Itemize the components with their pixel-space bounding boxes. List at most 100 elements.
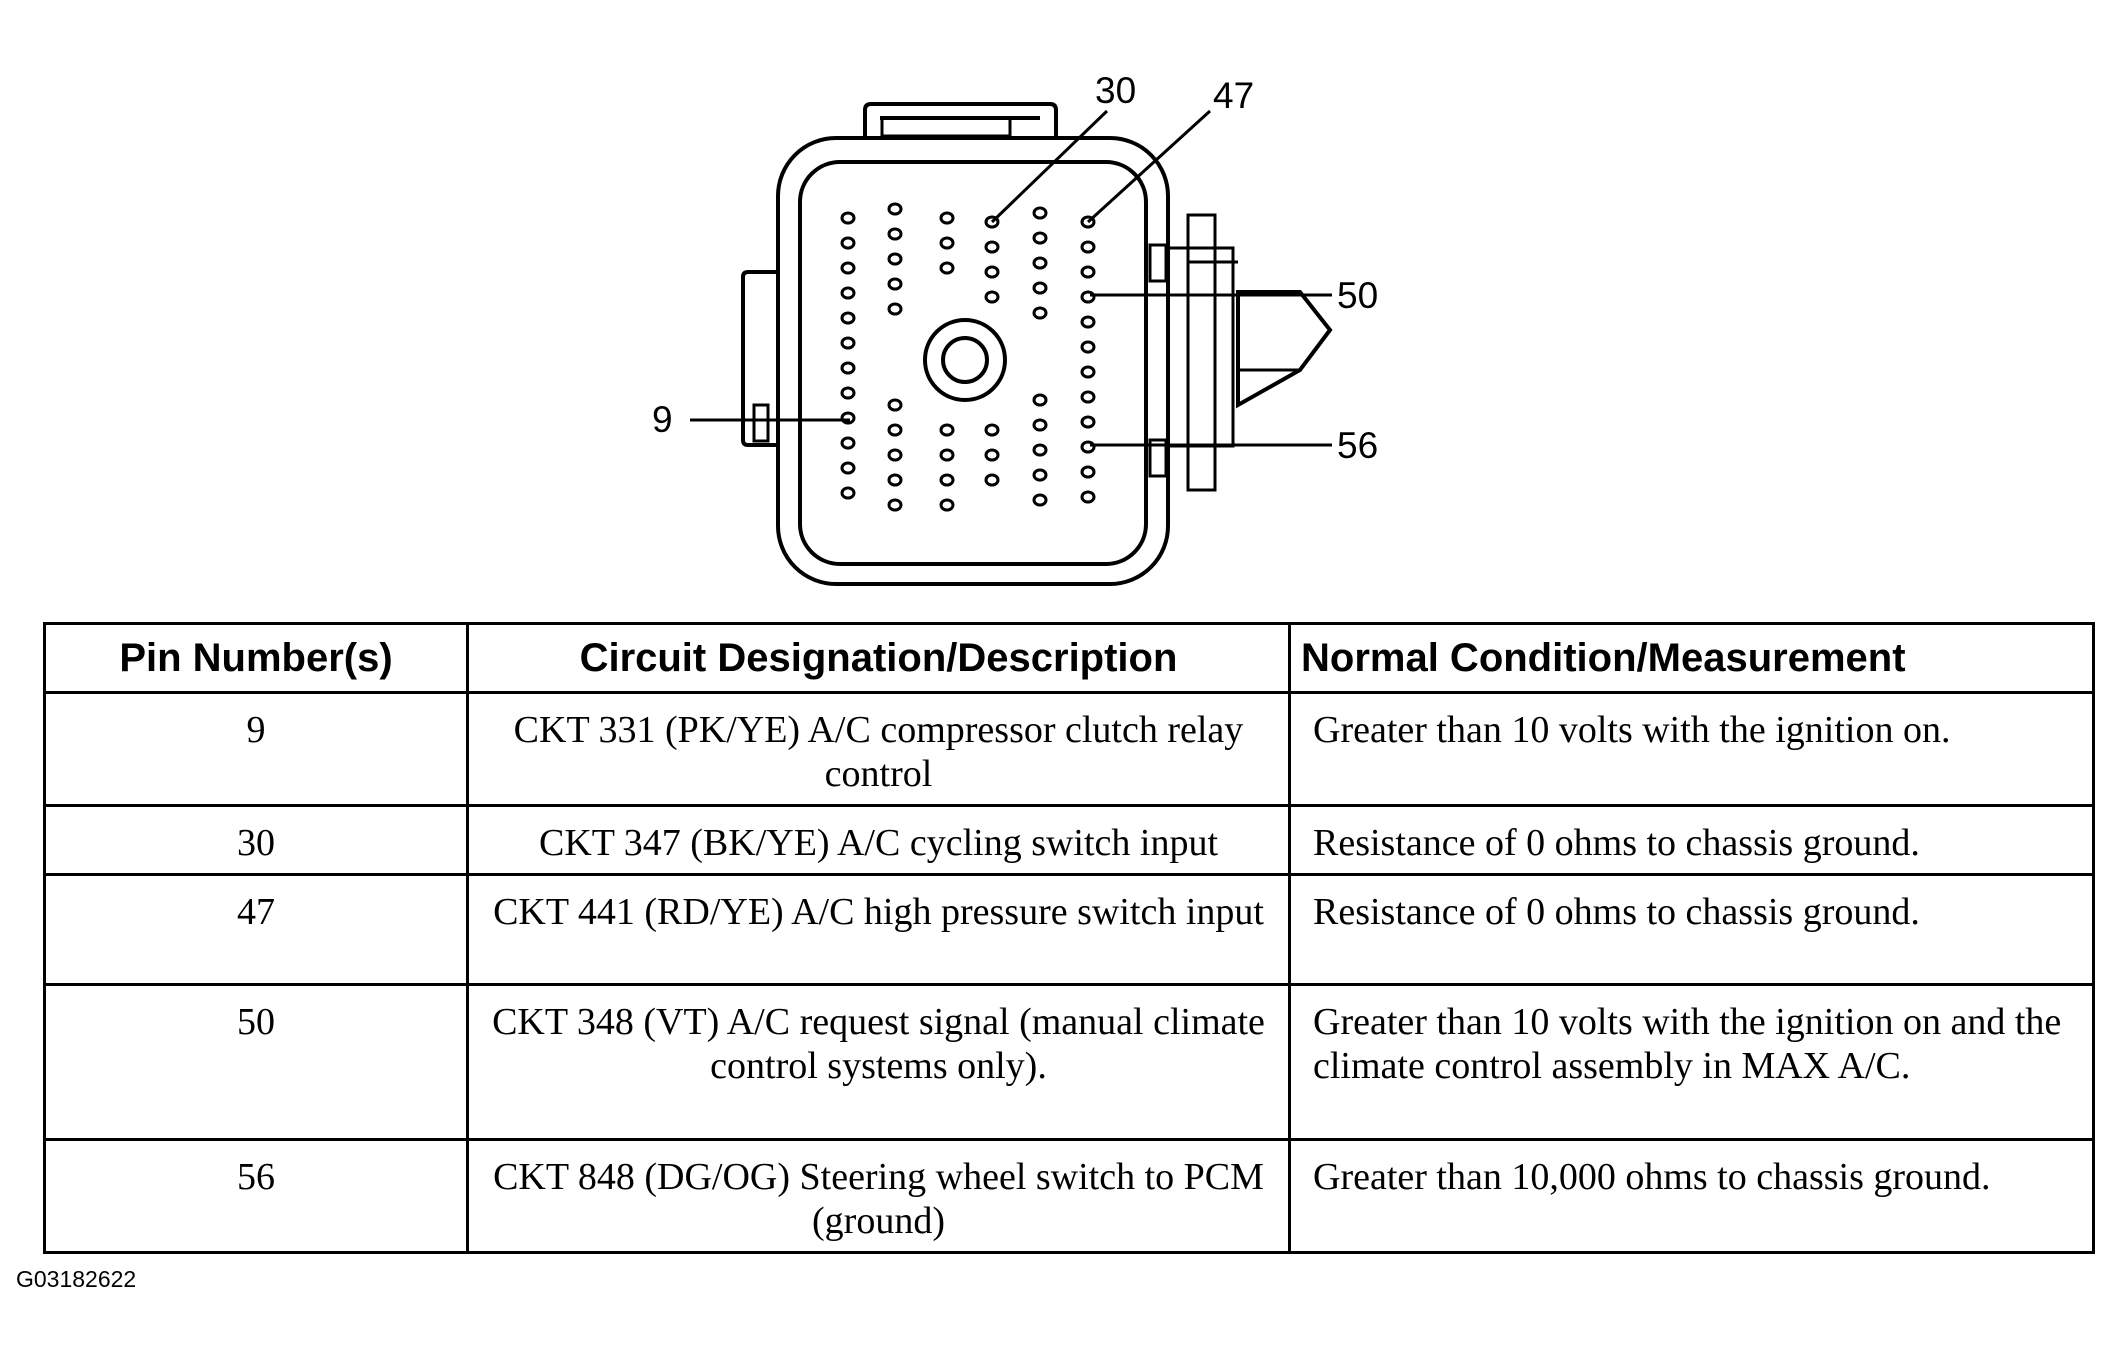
pin-hole <box>1032 281 1048 295</box>
callout-label-30: 30 <box>1095 70 1136 111</box>
pin-hole <box>840 211 856 225</box>
pin-hole <box>887 473 903 487</box>
table-row: 47 CKT 441 (RD/YE) A/C high pressure swi… <box>43 873 2095 986</box>
pin-hole <box>1032 231 1048 245</box>
cell-pin: 56 <box>43 1138 469 1254</box>
cell-condition: Greater than 10 volts with the ignition … <box>1288 691 2095 807</box>
connector-diagram: 30 47 50 9 56 <box>652 70 1378 586</box>
pin-hole <box>984 448 1000 462</box>
cell-circuit: CKT 331 (PK/YE) A/C compressor clutch re… <box>466 691 1291 807</box>
pin-hole <box>840 386 856 400</box>
pin-hole <box>984 473 1000 487</box>
connector-center-boss-inner <box>941 336 989 384</box>
callout-label-9: 9 <box>652 399 673 440</box>
pin-hole <box>1080 240 1096 254</box>
pin-hole <box>984 240 1000 254</box>
callout-label-56: 56 <box>1337 425 1378 466</box>
pin-hole <box>1080 315 1096 329</box>
header-normal-condition: Normal Condition/Measurement <box>1288 622 2095 694</box>
connector-outer-shell <box>776 136 1170 586</box>
pin-hole <box>1032 493 1048 507</box>
pin-hole <box>840 236 856 250</box>
pin-hole <box>939 236 955 250</box>
connector-right-block-lower <box>1148 438 1168 478</box>
figure-id: G03182622 <box>16 1266 137 1292</box>
pin-hole <box>887 398 903 412</box>
pin-hole <box>1080 265 1096 279</box>
connector-right-wedge <box>1236 290 1333 409</box>
pin-hole <box>1080 415 1096 429</box>
table-row: 9 CKT 331 (PK/YE) A/C compressor clutch … <box>43 691 2095 807</box>
pin-hole <box>939 423 955 437</box>
cell-pin: 50 <box>43 983 469 1141</box>
connector-left-tab-slot <box>752 403 770 443</box>
pin-hole <box>1032 206 1048 220</box>
pin-hole <box>887 277 903 291</box>
pin-hole <box>840 486 856 500</box>
pin-hole-grid <box>840 202 1096 512</box>
cell-circuit: CKT 348 (VT) A/C request signal (manual … <box>466 983 1291 1141</box>
pin-hole <box>939 473 955 487</box>
pin-hole <box>1032 468 1048 482</box>
pin-hole <box>1080 340 1096 354</box>
pin-hole <box>1032 393 1048 407</box>
pin-hole <box>840 261 856 275</box>
pin-hole <box>887 302 903 316</box>
table-row: 50 CKT 348 (VT) A/C request signal (manu… <box>43 983 2095 1141</box>
pin-hole <box>1080 390 1096 404</box>
pin-hole <box>840 286 856 300</box>
callout-leader-47 <box>1086 109 1212 224</box>
pin-hole <box>840 361 856 375</box>
pin-hole <box>1032 443 1048 457</box>
pin-hole <box>887 448 903 462</box>
connector-top-latch-tab <box>880 116 1012 138</box>
cell-condition: Resistance of 0 ohms to chassis ground. <box>1288 873 2095 986</box>
pin-hole <box>984 265 1000 279</box>
pin-hole <box>887 423 903 437</box>
pin-hole <box>887 202 903 216</box>
pin-hole <box>840 311 856 325</box>
callout-leader-30 <box>990 109 1109 224</box>
table-header-row: Pin Number(s) Circuit Designation/Descri… <box>43 622 2095 694</box>
pin-hole <box>1032 306 1048 320</box>
pin-hole <box>984 290 1000 304</box>
pin-hole <box>1080 365 1096 379</box>
cell-condition: Greater than 10 volts with the ignition … <box>1288 983 2095 1141</box>
connector-right-rail <box>1166 246 1235 448</box>
cell-pin: 9 <box>43 691 469 807</box>
cell-pin: 30 <box>43 804 469 876</box>
pin-hole <box>984 423 1000 437</box>
pin-hole <box>887 252 903 266</box>
cell-circuit: CKT 441 (RD/YE) A/C high pressure switch… <box>466 873 1291 986</box>
pin-hole <box>939 448 955 462</box>
connector-right-block <box>1148 243 1168 283</box>
callout-label-50: 50 <box>1337 275 1378 316</box>
pin-hole <box>939 261 955 275</box>
callout-label-47: 47 <box>1213 75 1254 116</box>
cell-condition: Resistance of 0 ohms to chassis ground. <box>1288 804 2095 876</box>
pin-hole <box>1080 465 1096 479</box>
header-pin-numbers: Pin Number(s) <box>43 622 469 694</box>
table-row: 30 CKT 347 (BK/YE) A/C cycling switch in… <box>43 804 2095 876</box>
header-circuit-description: Circuit Designation/Description <box>466 622 1291 694</box>
connector-inner-face <box>798 160 1148 566</box>
cell-circuit: CKT 848 (DG/OG) Steering wheel switch to… <box>466 1138 1291 1254</box>
pin-hole <box>840 436 856 450</box>
pin-hole <box>939 211 955 225</box>
pin-hole <box>887 498 903 512</box>
connector-center-boss-outer <box>923 318 1007 402</box>
connector-top-latch <box>863 102 1058 140</box>
cell-pin: 47 <box>43 873 469 986</box>
table-row: 56 CKT 848 (DG/OG) Steering wheel switch… <box>43 1138 2095 1254</box>
pin-table: Pin Number(s) Circuit Designation/Descri… <box>43 622 2095 1254</box>
cell-circuit: CKT 347 (BK/YE) A/C cycling switch input <box>466 804 1291 876</box>
pin-hole <box>939 498 955 512</box>
cell-condition: Greater than 10,000 ohms to chassis grou… <box>1288 1138 2095 1254</box>
pin-hole <box>840 336 856 350</box>
pin-hole <box>1032 256 1048 270</box>
pin-hole <box>840 461 856 475</box>
pin-hole <box>887 227 903 241</box>
pin-hole <box>1032 418 1048 432</box>
connector-left-tab <box>741 270 778 447</box>
connector-right-lever <box>1186 213 1217 492</box>
